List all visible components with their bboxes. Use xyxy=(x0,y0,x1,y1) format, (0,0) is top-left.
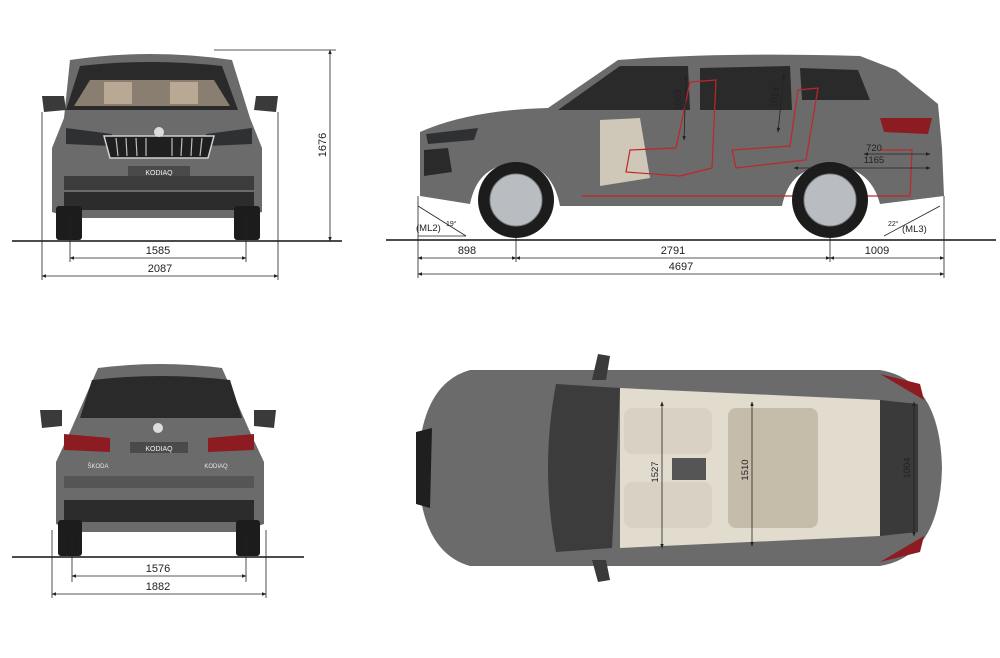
front-car-illustration: KODIAQ xyxy=(42,54,278,240)
front-overhang-value: 898 xyxy=(458,245,476,257)
rear-view: KODIAQ ŠKODA KODIAQ 1576 1882 xyxy=(12,364,304,598)
approach-angle-value: 19° xyxy=(446,220,457,228)
rear-width-value: 1882 xyxy=(146,581,170,593)
rear-track-value: 1576 xyxy=(146,563,170,575)
boot-width-value: 1004 xyxy=(902,457,913,478)
length-value: 4697 xyxy=(669,261,693,273)
luggage-min-value: 720 xyxy=(866,143,882,154)
rear-seat-outline xyxy=(731,87,819,169)
side-view: 1059 1014 720 1165 (ML2) 19° (ML3) 22° 8… xyxy=(386,54,996,278)
top-car-illustration xyxy=(416,354,942,582)
rear-brand-right: KODIAQ xyxy=(204,464,228,470)
rear-badge: KODIAQ xyxy=(145,446,173,453)
elbow-front-value: 1527 xyxy=(650,461,661,482)
brand-logo-icon xyxy=(153,423,163,433)
legroom-front-value: 1059 xyxy=(673,89,684,110)
brand-logo-icon xyxy=(154,127,164,137)
top-view: 1527 1510 1004 xyxy=(416,354,942,582)
departure-angle-value: 22° xyxy=(888,220,899,228)
front-track-value: 1585 xyxy=(146,245,170,257)
legroom-rear-value: 1014 xyxy=(768,86,783,109)
rear-brand-left: ŠKODA xyxy=(87,463,108,470)
front-seat-outline xyxy=(625,79,717,177)
departure-angle-label: (ML3) xyxy=(902,224,927,235)
rear-car-illustration: KODIAQ ŠKODA KODIAQ xyxy=(40,364,276,556)
luggage-max-value: 1165 xyxy=(864,155,884,166)
front-width-value: 2087 xyxy=(148,263,172,275)
rear-overhang-value: 1009 xyxy=(865,245,889,257)
approach-angle-label: (ML2) xyxy=(416,223,441,234)
front-badge: KODIAQ xyxy=(145,170,173,177)
height-value: 1676 xyxy=(317,133,329,157)
front-view: KODIAQ 1585 2087 1676 xyxy=(12,49,342,280)
elbow-rear-value: 1510 xyxy=(740,459,751,480)
wheelbase-value: 2791 xyxy=(661,245,685,257)
